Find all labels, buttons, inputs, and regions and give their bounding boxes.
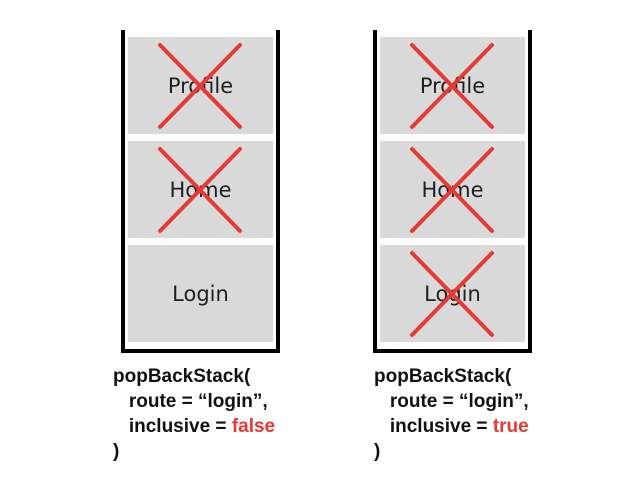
- removed-cross-icon: [158, 43, 242, 129]
- code-line: inclusive =: [374, 416, 493, 437]
- removed-cross-icon: [410, 147, 494, 233]
- code-line: route = “login”,: [113, 391, 268, 412]
- code-line: popBackStack(: [374, 366, 512, 387]
- destination-profile: Profile: [128, 37, 273, 134]
- back-stack-left: Profile Home Login: [121, 30, 280, 353]
- destination-label: Login: [172, 281, 229, 306]
- destination-login: Login: [128, 245, 273, 342]
- destination-home: Home: [380, 141, 525, 238]
- destination-login: Login: [380, 245, 525, 342]
- code-line: inclusive =: [113, 416, 232, 437]
- destination-home: Home: [128, 141, 273, 238]
- code-line: ): [113, 441, 120, 462]
- code-snippet-left: popBackStack( route = “login”, inclusive…: [113, 364, 275, 464]
- removed-cross-icon: [158, 147, 242, 233]
- back-stack-right: Profile Home Login: [373, 30, 532, 353]
- code-line: ): [374, 441, 381, 462]
- code-line: route = “login”,: [374, 391, 529, 412]
- code-line: popBackStack(: [113, 366, 251, 387]
- removed-cross-icon: [410, 43, 494, 129]
- inclusive-value: true: [492, 416, 529, 437]
- removed-cross-icon: [410, 251, 494, 337]
- inclusive-value: false: [231, 416, 276, 437]
- destination-profile: Profile: [380, 37, 525, 134]
- code-snippet-right: popBackStack( route = “login”, inclusive…: [374, 364, 529, 464]
